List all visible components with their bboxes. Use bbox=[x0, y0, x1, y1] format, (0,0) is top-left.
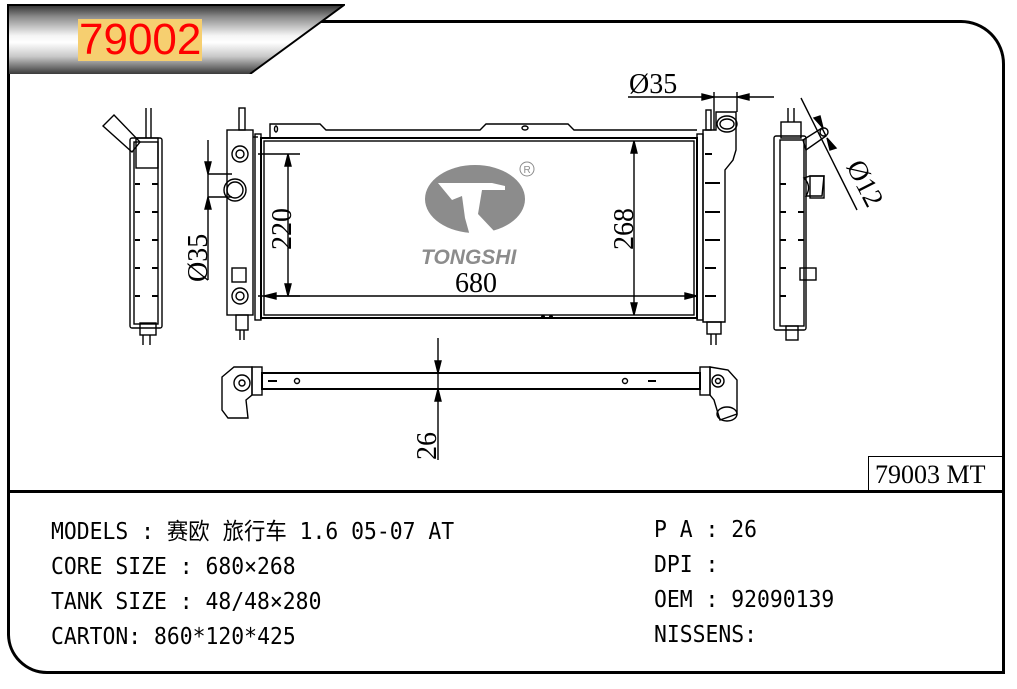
left-side-view bbox=[101, 108, 163, 345]
dim-268-label: 268 bbox=[609, 208, 640, 250]
dim-220-label: 220 bbox=[267, 208, 298, 250]
spec-row-nissens: NISSENS: bbox=[654, 622, 758, 648]
sheet-frame bbox=[7, 20, 1005, 674]
tongshi-logo: R TONGSHI bbox=[421, 161, 535, 269]
left-inlet-dimension bbox=[204, 140, 232, 280]
spec-row-dpi: DPI : bbox=[654, 552, 719, 578]
dim-left-o35-label: Ø35 bbox=[183, 234, 214, 282]
dim-26-label: 26 bbox=[412, 432, 443, 460]
spec-row-oem: OEM : 92090139 bbox=[654, 587, 835, 613]
svg-text:R: R bbox=[524, 165, 531, 176]
specs-right-column: P A : 26 DPI : OEM : 92090139 NISSENS: bbox=[654, 513, 848, 653]
radiator-drawing: R TONGSHI 680 268 220 Ø35 Ø35 Ø12 26 bbox=[101, 69, 890, 460]
dimension-268 bbox=[630, 140, 638, 316]
spec-row-models: MODELS : 赛欧 旅行车 1.6 05-07 AT bbox=[51, 519, 455, 545]
dimension-680 bbox=[263, 292, 698, 300]
title-banner-outline bbox=[7, 4, 345, 74]
right-side-view bbox=[773, 97, 858, 341]
specs-left-column: MODELS : 赛欧 旅行车 1.6 05-07 AT CORE SIZE :… bbox=[51, 515, 485, 655]
spec-row-core-size: CORE SIZE : 680×268 bbox=[51, 554, 296, 580]
right-outlet-dimension bbox=[628, 92, 774, 130]
reference-model-box: 79003 MT bbox=[868, 456, 1005, 492]
logo-brand-text: TONGSHI bbox=[421, 246, 517, 269]
part-number-title: 79002 bbox=[78, 15, 203, 64]
section-divider bbox=[7, 490, 1005, 493]
spec-row-carton: CARTON: 860*120*425 bbox=[51, 624, 296, 650]
top-view bbox=[221, 338, 738, 460]
spec-row-pa: P A : 26 bbox=[654, 517, 758, 543]
dim-o12-label: Ø12 bbox=[840, 155, 890, 212]
front-view-core bbox=[260, 123, 698, 320]
spec-row-tank-size: TANK SIZE : 48/48×280 bbox=[51, 589, 322, 615]
front-view-right-tank bbox=[696, 109, 738, 345]
dim-right-o35-label: Ø35 bbox=[629, 69, 677, 100]
front-view-left-tank bbox=[223, 107, 262, 340]
dim-680-label: 680 bbox=[455, 268, 497, 299]
